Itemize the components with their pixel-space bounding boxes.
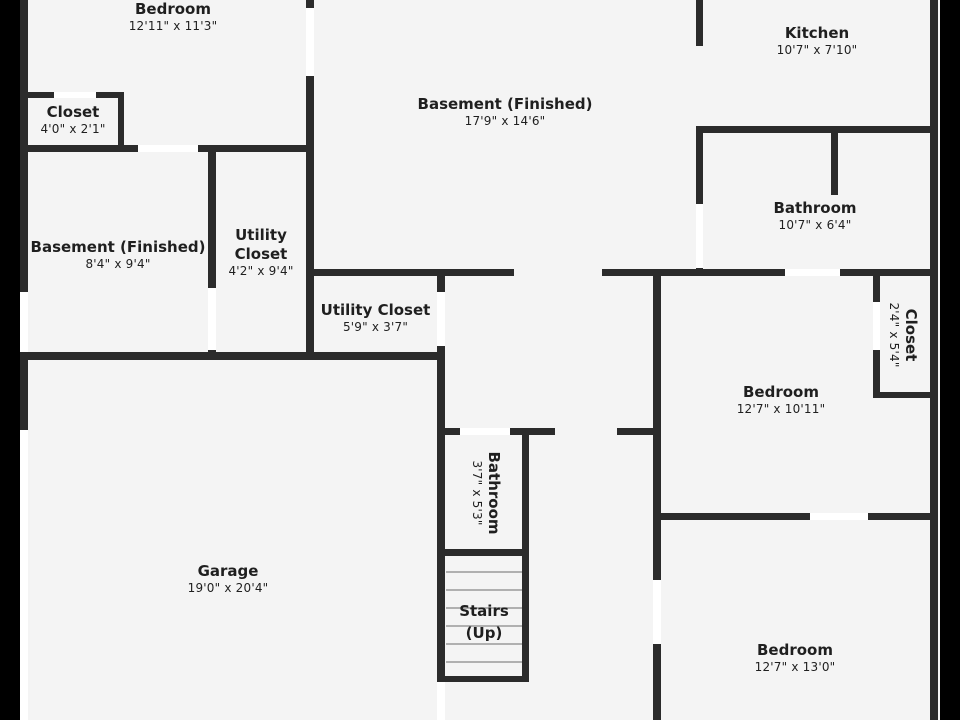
room-name: Closet bbox=[902, 308, 920, 362]
room-basement-main: Basement (Finished) 17'9" x 14'6" bbox=[405, 95, 605, 129]
room-closet-top-left: Closet 4'0" x 2'1" bbox=[28, 103, 118, 137]
room-name: Closet bbox=[46, 103, 100, 121]
openings bbox=[20, 8, 880, 720]
room-name-line-1: Stairs bbox=[459, 602, 509, 620]
room-garage: Garage 19'0" x 20'4" bbox=[158, 562, 298, 596]
room-name: Kitchen bbox=[784, 24, 850, 42]
room-bedroom-bottom: Bedroom 12'7" x 13'0" bbox=[735, 641, 855, 675]
room-dimensions: 10'7" x 6'4" bbox=[778, 217, 852, 232]
room-bedroom-mid: Bedroom 12'7" x 10'11" bbox=[721, 383, 841, 417]
room-name: Bathroom bbox=[485, 451, 503, 535]
room-dimensions: 8'4" x 9'4" bbox=[85, 256, 151, 271]
room-dimensions: 12'7" x 10'11" bbox=[736, 401, 826, 416]
room-name: Garage bbox=[197, 562, 259, 580]
room-name-line-1: Utility bbox=[235, 226, 287, 244]
room-utility-closet-b: Utility Closet 5'9" x 3'7" bbox=[314, 301, 437, 335]
room-dimensions: 2'4" x 5'4" bbox=[887, 302, 902, 368]
room-dimensions: 12'11" x 11'3" bbox=[128, 18, 218, 33]
room-dimensions: 19'0" x 20'4" bbox=[187, 580, 269, 595]
room-name: Basement (Finished) bbox=[30, 238, 206, 256]
room-bedroom-top: Bedroom 12'11" x 11'3" bbox=[98, 0, 248, 34]
room-dimensions: 12'7" x 13'0" bbox=[754, 659, 836, 674]
room-name: Bedroom bbox=[135, 0, 211, 18]
room-dimensions: 3'7" x 5'3" bbox=[470, 460, 485, 526]
room-dimensions: 10'7" x 7'10" bbox=[776, 42, 858, 57]
room-stairs: Stairs (Up) bbox=[446, 600, 522, 644]
room-dimensions: 4'0" x 2'1" bbox=[40, 121, 106, 136]
room-name: Basement (Finished) bbox=[417, 95, 593, 113]
room-name: Utility Closet bbox=[320, 301, 431, 319]
room-name: Bedroom bbox=[743, 383, 819, 401]
room-name: Bathroom bbox=[773, 199, 857, 217]
room-utility-closet-a: Utility Closet 4'2" x 9'4" bbox=[216, 226, 306, 279]
stairs-treads bbox=[446, 571, 522, 663]
room-dimensions: 4'2" x 9'4" bbox=[228, 263, 294, 278]
room-closet-right: Closet 2'4" x 5'4" bbox=[882, 285, 920, 385]
room-basement-small: Basement (Finished) 8'4" x 9'4" bbox=[28, 238, 208, 272]
room-name-line-2: Closet bbox=[234, 244, 288, 263]
room-name-line-2: (Up) bbox=[465, 624, 503, 642]
room-kitchen: Kitchen 10'7" x 7'10" bbox=[757, 24, 877, 58]
room-dimensions: 17'9" x 14'6" bbox=[464, 113, 546, 128]
room-bathroom-right: Bathroom 10'7" x 6'4" bbox=[755, 199, 875, 233]
room-dimensions: 5'9" x 3'7" bbox=[342, 319, 409, 334]
room-name: Bedroom bbox=[757, 641, 833, 659]
room-bathroom-small: Bathroom 3'7" x 5'3" bbox=[465, 443, 503, 543]
